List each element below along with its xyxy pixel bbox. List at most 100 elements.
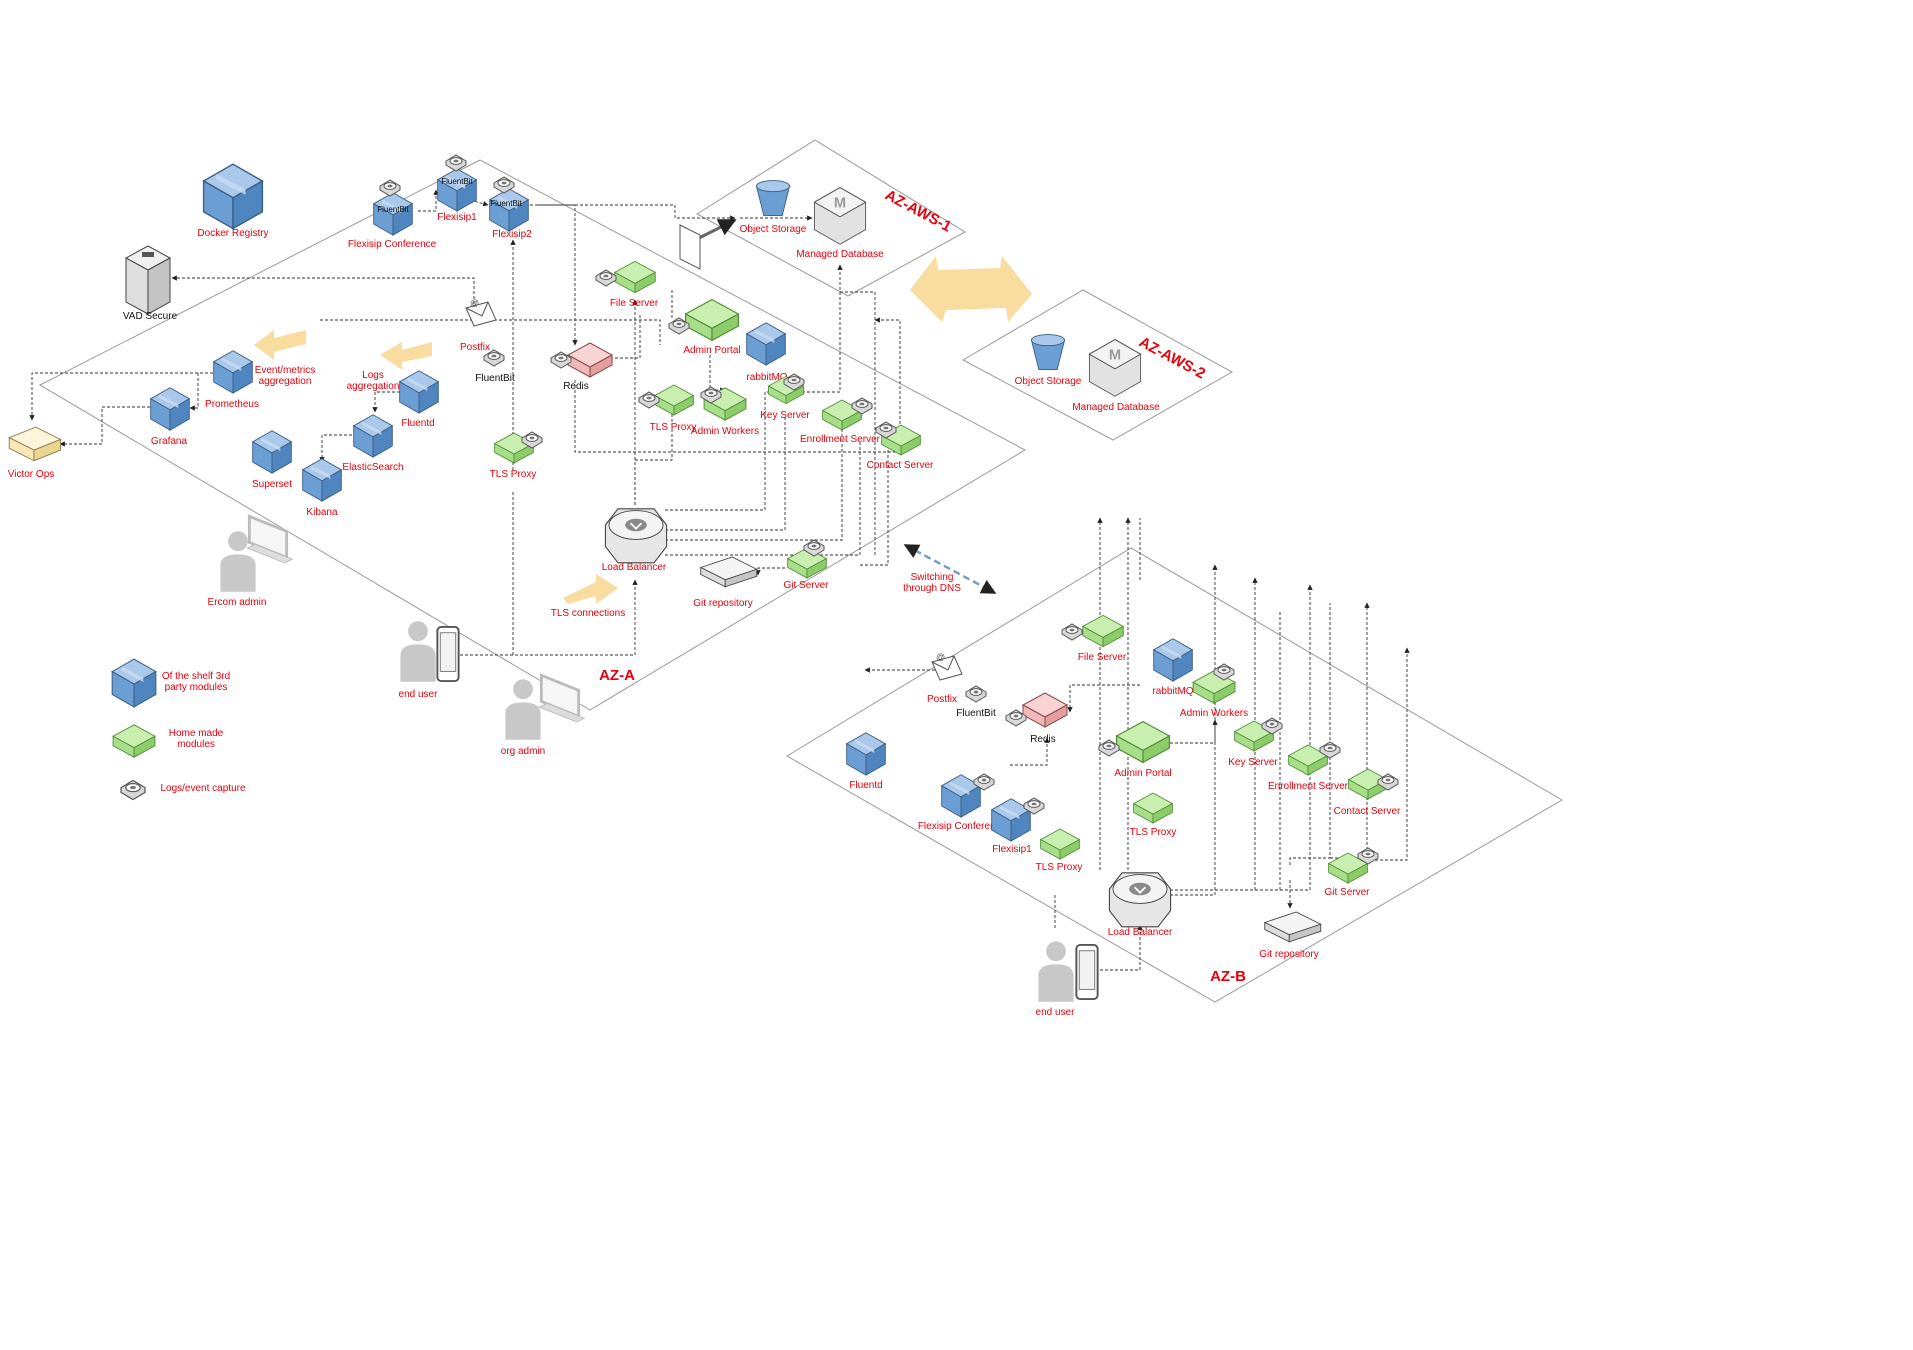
azb-fluentbit-label: FluentBit: [956, 708, 996, 719]
azb-key-server-label: Key Server: [1228, 757, 1278, 768]
elasticsearch-node[interactable]: ElasticSearch: [342, 414, 404, 473]
redis-node[interactable]: Redis: [550, 342, 613, 392]
tls-proxy-internal-node[interactable]: TLS Proxy: [638, 384, 696, 433]
contact-server-node[interactable]: Contact Server: [867, 421, 934, 471]
ercom-admin-label: Ercom admin: [208, 597, 267, 608]
azb-fluentd-node[interactable]: Fluentd: [846, 732, 886, 791]
event-metrics-arrow: [254, 330, 306, 360]
zone-aws2-plane: [961, 289, 1234, 441]
admin-portal-node[interactable]: Admin Portal: [668, 299, 741, 356]
git-repository-node[interactable]: Git repository: [693, 556, 758, 609]
azb-flexisip-conference-label: Flexisip Conference: [918, 821, 1007, 832]
azb-flexisip1-label: Flexisip1: [992, 844, 1032, 855]
azb-flexisip-conference-node[interactable]: Flexisip Conference: [918, 773, 1007, 832]
azb-admin-portal-node[interactable]: Admin Portal: [1098, 720, 1172, 779]
zone-az-a-label: AZ-A: [599, 667, 635, 684]
azb-tls-proxy-2-node[interactable]: TLS Proxy: [1036, 828, 1083, 873]
legend-logs-capture-label: Logs/event capture: [160, 783, 245, 794]
legend-home-made-label-1: Home made: [169, 728, 224, 739]
azb-admin-workers-node[interactable]: Admin Workers: [1180, 663, 1248, 719]
flexisip1-node[interactable]: FluentBit Flexisip1: [437, 154, 477, 223]
azb-tls-proxy-label: TLS Proxy: [1130, 827, 1177, 838]
yellow-arrows: [254, 256, 1032, 604]
kibana-label: Kibana: [306, 507, 338, 518]
git-repository-label: Git repository: [693, 598, 752, 609]
flexisip-conference-label: Flexisip Conference: [348, 239, 437, 250]
azb-redis-label: Redis: [1030, 734, 1056, 745]
azb-flexisip1-node[interactable]: Flexisip1: [991, 797, 1045, 855]
grafana-node[interactable]: Grafana: [150, 387, 190, 447]
azb-rabbitmq-node[interactable]: rabbitMQ: [1152, 638, 1194, 697]
enrollment-server-node[interactable]: Enrollment Server: [800, 397, 881, 445]
flexisip2-label: Flexisip2: [492, 229, 532, 240]
azb-fluentd-label: Fluentd: [849, 780, 882, 791]
azb-file-server-node[interactable]: File Server: [1061, 614, 1127, 663]
org-admin-label: org admin: [501, 746, 545, 757]
azb-postfix-node[interactable]: Postfix FluentBit: [927, 651, 996, 719]
event-metrics-label-1: Event/metrics: [255, 365, 316, 376]
superset-node[interactable]: Superset: [252, 430, 292, 490]
azb-contact-server-node[interactable]: Contact Server: [1334, 768, 1401, 817]
azb-key-server-node[interactable]: Key Server: [1228, 717, 1283, 768]
tls-proxy-label: TLS Proxy: [490, 469, 537, 480]
switching-label-1: Switching: [911, 572, 954, 583]
admin-workers-node[interactable]: Admin Workers: [691, 386, 759, 437]
docker-registry-node[interactable]: Docker Registry: [197, 163, 269, 239]
victor-ops-label: Victor Ops: [8, 469, 55, 480]
azb-postfix-label: Postfix: [927, 694, 957, 705]
rabbitmq-node[interactable]: rabbitMQ: [746, 322, 788, 383]
contact-server-label: Contact Server: [867, 460, 934, 471]
azb-git-repository-node[interactable]: Git repository: [1259, 911, 1322, 960]
azb-load-balancer-node[interactable]: Load Balancer: [1108, 871, 1173, 938]
load-balancer-node[interactable]: Load Balancer: [602, 507, 668, 573]
azb-enrollment-server-node[interactable]: Enrollment Server: [1268, 741, 1349, 792]
aws2-managed-database-label: Managed Database: [1072, 402, 1160, 413]
azb-contact-server-label: Contact Server: [1334, 806, 1401, 817]
aws2-managed-database-node[interactable]: Managed Database: [1072, 339, 1160, 413]
azb-file-server-label: File Server: [1078, 652, 1127, 663]
vad-secure-label: VAD Secure: [123, 311, 178, 322]
tls-proxy-node[interactable]: TLS Proxy: [490, 431, 543, 480]
zone-az-b-plane: [786, 547, 1563, 1003]
end-user-actor: end user: [399, 621, 460, 700]
azb-tls-proxy-node[interactable]: TLS Proxy: [1130, 792, 1177, 838]
fluentbit-label: FluentBit: [490, 199, 522, 208]
legend-home-made-label-2: modules: [177, 739, 215, 750]
flexisip2-node[interactable]: FluentBit Flexisip2: [489, 176, 532, 240]
git-server-node[interactable]: Git Server: [783, 539, 829, 591]
zone-aws1-plane: [696, 139, 966, 297]
tls-connections-label: TLS connections: [551, 608, 626, 619]
aws1-object-storage-node[interactable]: Object Storage: [740, 180, 807, 235]
git-server-label: Git Server: [783, 580, 829, 591]
kibana-node[interactable]: Kibana: [302, 458, 342, 518]
zone-az-a-plane: [38, 159, 1027, 711]
fluentd-node[interactable]: Fluentd: [399, 370, 439, 429]
org-admin-actor: org admin: [501, 673, 586, 757]
vad-secure-node[interactable]: VAD Secure: [123, 245, 178, 322]
logs-aggregation-label-1: Logs: [362, 370, 384, 381]
aws1-managed-database-label: Managed Database: [796, 249, 884, 260]
postfix-fluentbit-label: FluentBit: [475, 373, 515, 384]
postfix-label: Postfix: [460, 342, 490, 353]
azb-git-server-node[interactable]: Git Server: [1324, 847, 1379, 898]
key-server-label: Key Server: [760, 410, 810, 421]
file-server-node[interactable]: File Server: [595, 260, 659, 309]
azb-redis-node[interactable]: Redis: [1005, 692, 1068, 745]
legend-third-party-label-1: Of the shelf 3rd: [162, 671, 230, 682]
aws1-managed-database-node[interactable]: Managed Database: [796, 187, 884, 260]
switching-label-2: through DNS: [903, 583, 961, 594]
key-server-node[interactable]: Key Server: [760, 373, 810, 421]
file-server-label: File Server: [610, 298, 659, 309]
aws2-object-storage-node[interactable]: Object Storage: [1015, 334, 1082, 387]
aws2-object-storage-label: Object Storage: [1015, 376, 1082, 387]
prometheus-node[interactable]: Prometheus: [205, 350, 259, 410]
legend-third-party-icon: [111, 658, 157, 708]
postfix-node[interactable]: Postfix FluentBit: [460, 297, 515, 384]
end-user-label: end user: [399, 689, 439, 700]
victor-ops-node[interactable]: Victor Ops: [8, 426, 62, 480]
prometheus-label: Prometheus: [205, 399, 259, 410]
azb-load-balancer-label: Load Balancer: [1108, 927, 1173, 938]
flexisip-conference-node[interactable]: FluentBit Flexisip Conference: [348, 179, 437, 250]
docker-registry-label: Docker Registry: [197, 228, 268, 239]
